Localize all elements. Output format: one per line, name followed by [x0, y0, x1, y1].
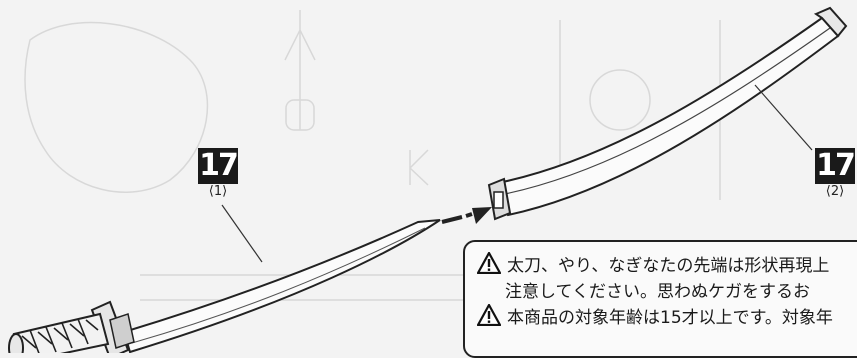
- scabbard-body: [496, 16, 840, 217]
- leader-line-part-1: [221, 204, 263, 263]
- warning-line-3: 本商品の対象年齢は15才以上です。対象年: [507, 307, 833, 328]
- part-number: 17: [815, 148, 856, 184]
- part-sub-index: ⟨1⟩: [208, 184, 228, 199]
- warning-triangle-icon: [477, 304, 501, 326]
- leader-line-part-2: [754, 84, 813, 151]
- scabbard-end-cap: [813, 6, 848, 38]
- part-tag-17-2: 17 ⟨2⟩: [815, 148, 856, 199]
- sword-blade: [122, 219, 441, 353]
- insertion-arrow: [441, 207, 492, 224]
- part-number: 17: [198, 148, 239, 184]
- handle-pommel: [8, 333, 24, 353]
- scabbard: [487, 6, 848, 221]
- part-tag-17-1: 17 ⟨1⟩: [198, 148, 239, 199]
- scabbard-slot: [493, 191, 504, 209]
- warning-line-1: 太刀、やり、なぎなたの先端は形状再現上: [507, 255, 830, 276]
- handle-wrap: [21, 318, 99, 353]
- sword: [8, 219, 441, 353]
- blade-edge-line: [131, 227, 426, 344]
- warning-line-2: 注意してください。思わぬケガをするお: [505, 281, 810, 302]
- sword-habaki: [109, 313, 135, 349]
- warning-triangle-icon: [477, 252, 501, 274]
- part-sub-index: ⟨2⟩: [825, 184, 845, 199]
- safety-warning-box: 太刀、やり、なぎなたの先端は形状再現上 注意してください。思わぬケガをするお 本…: [463, 240, 857, 358]
- scabbard-ridge: [499, 27, 831, 196]
